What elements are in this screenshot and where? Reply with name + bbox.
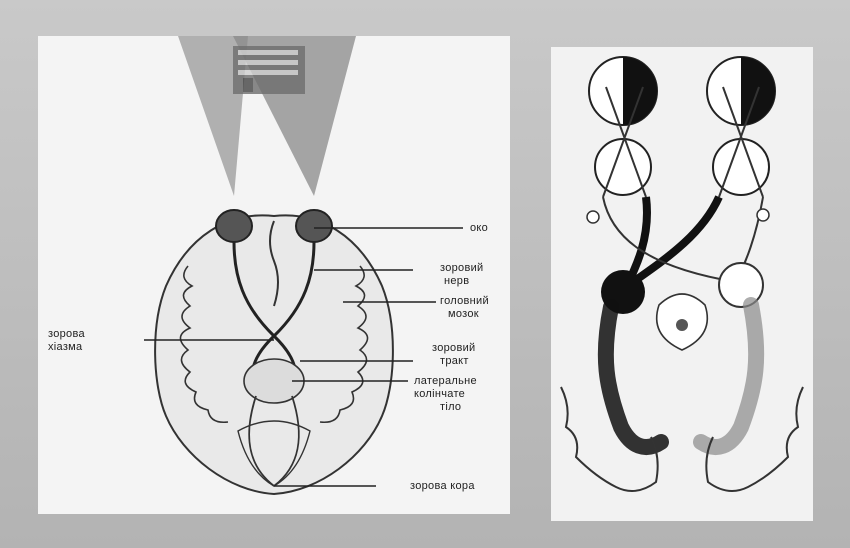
label-optic-nerve-2: нерв	[444, 275, 469, 287]
brain-pathway-panel: око зоровий нерв головний мозок зорова х…	[38, 36, 510, 514]
label-optic-nerve-1: зоровий	[440, 262, 484, 274]
midbrain-center	[676, 319, 688, 331]
label-lgn-2: колінчате	[414, 388, 465, 400]
small-nucleus-right	[757, 209, 769, 221]
label-visual-cortex: зорова кора	[410, 480, 475, 492]
label-optic-tract-1: зоровий	[432, 342, 476, 354]
label-brain-2: мозок	[448, 308, 479, 320]
label-brain-1: головний	[440, 295, 489, 307]
label-lgn-1: латеральне	[414, 375, 477, 387]
left-eye	[216, 210, 252, 242]
visual-pathway-schematic	[551, 47, 813, 521]
label-optic-tract-2: тракт	[440, 355, 469, 367]
brain-pathway-diagram	[38, 36, 510, 514]
visual-object	[233, 46, 305, 94]
right-eye-field	[707, 57, 775, 125]
label-lgn-3: тіло	[440, 401, 461, 413]
label-eye: око	[470, 222, 488, 234]
right-eye-lens	[713, 139, 769, 195]
label-chiasm-1: зорова	[48, 328, 85, 340]
left-eye-field	[589, 57, 657, 125]
brain-outline	[155, 215, 393, 494]
radiation-left	[606, 307, 661, 447]
right-eye	[296, 210, 332, 242]
radiation-right	[701, 305, 756, 447]
small-nucleus-left	[587, 211, 599, 223]
label-chiasm-2: хіазма	[48, 341, 82, 353]
visual-pathway-schematic-panel	[551, 47, 813, 521]
